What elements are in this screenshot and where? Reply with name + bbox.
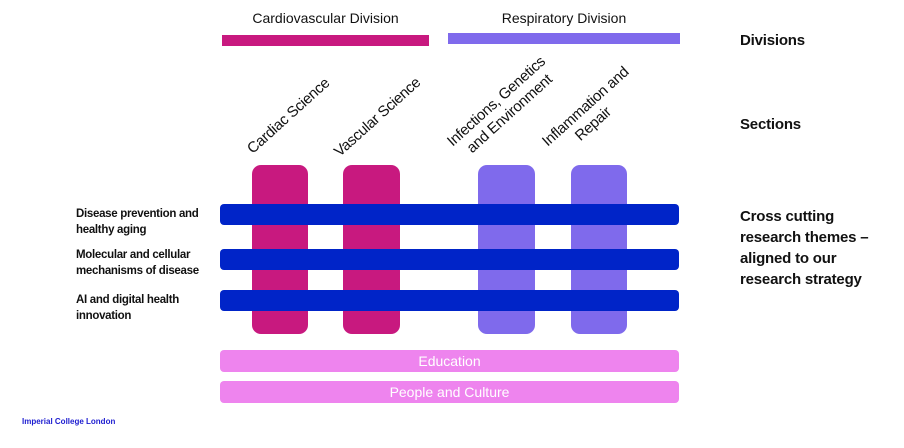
theme-label-line: innovation	[76, 310, 132, 322]
theme-label-line: AI and digital health	[76, 294, 179, 306]
legend-themes-line: research strategy	[740, 271, 862, 288]
theme-bar-disease-prevention	[220, 204, 679, 225]
theme-label-line: Molecular and cellular	[76, 249, 191, 261]
theme-label-line: mechanisms of disease	[76, 265, 199, 277]
theme-label-line: healthy aging	[76, 224, 147, 236]
legend-sections-label: Sections	[740, 116, 801, 133]
legend-themes-line: research themes –	[740, 229, 869, 246]
theme-label-ai-digital-health: AI and digital health innovation	[76, 292, 216, 324]
foundation-bar-people-culture: People and Culture	[220, 381, 679, 403]
legend-themes-label: Cross cutting research themes – aligned …	[740, 206, 869, 290]
theme-label-disease-prevention: Disease prevention and healthy aging	[76, 206, 216, 238]
legend-divisions-label: Divisions	[740, 32, 805, 49]
foundation-bar-education: Education	[220, 350, 679, 372]
theme-bar-molecular-cellular	[220, 249, 679, 270]
division-bar-respiratory	[448, 33, 680, 44]
theme-label-line: Disease prevention and	[76, 208, 199, 220]
theme-label-molecular-cellular: Molecular and cellular mechanisms of dis…	[76, 247, 216, 279]
legend-themes-line: Cross cutting	[740, 208, 835, 225]
imperial-college-logo: Imperial College London	[22, 417, 116, 426]
section-label-infections-genetics-environment: Infections, Genetics and Environment	[444, 53, 562, 164]
section-label-vascular-science: Vascular Science	[331, 74, 425, 161]
section-label-line: Vascular Science	[330, 74, 425, 161]
section-label-line: Cardiac Science	[243, 74, 334, 158]
division-bar-cardiovascular	[222, 35, 429, 46]
division-title-cardiovascular: Cardiovascular Division	[252, 10, 399, 26]
division-title-respiratory: Respiratory Division	[501, 10, 627, 26]
section-label-cardiac-science: Cardiac Science	[244, 75, 334, 158]
legend-themes-line: aligned to our	[740, 250, 837, 267]
theme-bar-ai-digital-health	[220, 290, 679, 311]
